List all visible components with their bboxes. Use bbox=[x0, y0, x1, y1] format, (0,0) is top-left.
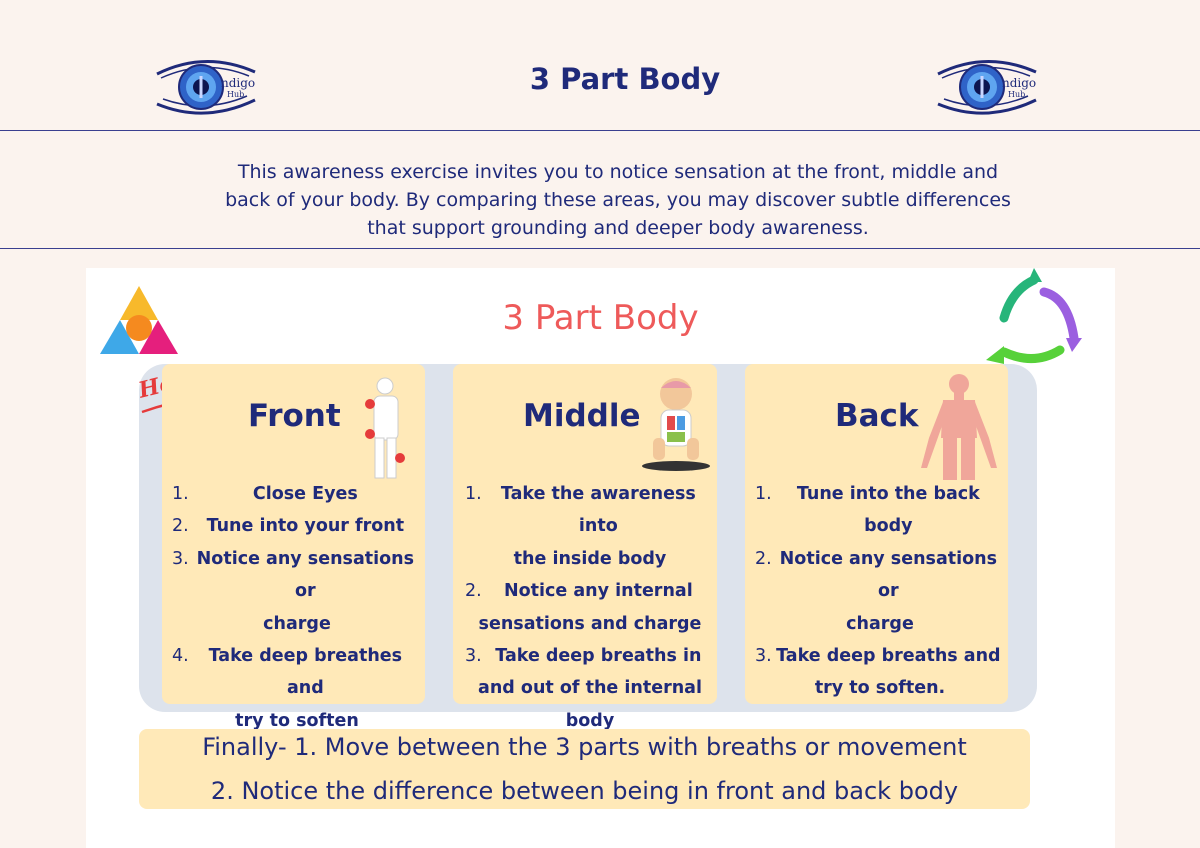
back-column: Back 1. Tune into the back body 2. Notice … bbox=[745, 364, 1008, 704]
finally-line: 2. Notice the difference between being i… bbox=[210, 777, 959, 805]
step-number: 4. bbox=[172, 646, 189, 667]
step-text: Notice any sensations or bbox=[779, 548, 998, 602]
finally-line: Finally- 1. Move between the 3 parts wit… bbox=[202, 733, 967, 761]
finally-box: Finally- 1. Move between the 3 parts wit… bbox=[139, 729, 1030, 809]
list-item: 2. Notice any sensations or bbox=[755, 543, 1005, 608]
logo-text: ndigo bbox=[221, 76, 256, 90]
step-number: 2. bbox=[755, 548, 772, 569]
step-text: and out of the internal bbox=[478, 678, 702, 699]
list-item: 3. Take deep breaths in bbox=[465, 640, 715, 672]
step-text: Take deep breaths in bbox=[495, 646, 702, 667]
triangle-logo-icon bbox=[100, 286, 178, 354]
indigo-hub-logo-right: ndigo Hub bbox=[936, 52, 1048, 122]
eye-icon bbox=[156, 60, 256, 115]
step-text: try to soften. bbox=[814, 678, 946, 699]
list-item: the inside body bbox=[465, 543, 715, 575]
page-title: 3 Part Body bbox=[529, 62, 721, 96]
step-number: 3. bbox=[465, 646, 482, 667]
step-text: try to soften bbox=[235, 710, 359, 731]
step-number: 2. bbox=[465, 581, 482, 602]
logo-subtext: Hub bbox=[227, 90, 245, 99]
list-item: try to soften bbox=[172, 705, 422, 737]
step-text: Tune into the back body bbox=[796, 484, 980, 537]
step-text: Take deep breaths and bbox=[776, 646, 1001, 667]
step-number: 3. bbox=[755, 646, 772, 667]
list-item: charge bbox=[755, 608, 1005, 640]
step-text: body bbox=[565, 710, 615, 731]
front-steps: 1. Close Eyes 2. Tune into your front 3. No… bbox=[172, 478, 422, 737]
intro-line: This awareness exercise invites you to n… bbox=[237, 161, 999, 183]
step-text: Take deep breathes and bbox=[208, 646, 403, 699]
step-number: 1. bbox=[465, 484, 482, 504]
intro-text: This awareness exercise invites you to n… bbox=[200, 158, 1036, 242]
front-column: Front 1. Close Eyes 2. Tune into your fron… bbox=[162, 364, 425, 731]
intro-line: back of your body. By comparing these ar… bbox=[225, 189, 1011, 211]
middle-steps: 1. Take the awareness into the inside bod… bbox=[465, 478, 715, 737]
intro-divider bbox=[0, 248, 1200, 249]
step-text: Close Eyes bbox=[252, 484, 358, 504]
column-heading: Back bbox=[835, 398, 919, 434]
indigo-hub-logo-left: ndigo Hub bbox=[155, 52, 267, 122]
list-item: sensations and charge bbox=[465, 608, 715, 640]
body-pain-points-icon bbox=[365, 377, 405, 479]
step-number: 3. bbox=[172, 548, 189, 569]
list-item: and out of the internal bbox=[465, 672, 715, 704]
back-steps: 1. Tune into the back body 2. Notice any s… bbox=[755, 478, 1005, 705]
list-item: 1. Tune into the back body bbox=[755, 478, 1005, 543]
step-text: the inside body bbox=[513, 548, 667, 569]
step-text: Notice any sensations or bbox=[196, 548, 415, 602]
list-item: 2. Notice any internal bbox=[465, 575, 715, 607]
column-heading: Front bbox=[248, 398, 341, 434]
step-text: Take the awareness into bbox=[500, 484, 696, 537]
column-heading: Middle bbox=[523, 398, 641, 434]
step-number: 1. bbox=[172, 484, 189, 504]
list-item: body bbox=[465, 705, 715, 737]
list-item: 3. Notice any sensations or bbox=[172, 543, 422, 608]
middle-column: Middle 1. Take the awareness into the ins… bbox=[453, 364, 717, 731]
step-text: Notice any internal bbox=[503, 581, 693, 602]
cycle-arrows-icon bbox=[986, 268, 1082, 364]
step-text: sensations and charge bbox=[478, 613, 702, 634]
step-text: charge bbox=[846, 613, 914, 634]
logo-text: ndigo bbox=[1002, 76, 1037, 90]
list-item: try to soften. bbox=[755, 672, 1005, 704]
list-item: 1. Close Eyes bbox=[172, 478, 422, 510]
header: ndigo Hub 3 Part Body ndigo Hub bbox=[0, 0, 1200, 131]
eye-icon bbox=[937, 60, 1037, 115]
card-title: 3 Part Body bbox=[502, 298, 699, 338]
step-number: 2. bbox=[172, 516, 189, 537]
logo-subtext: Hub bbox=[1008, 90, 1026, 99]
intro-line: that support grounding and deeper body a… bbox=[367, 217, 869, 239]
step-text: Tune into your front bbox=[206, 516, 405, 537]
step-text: charge bbox=[263, 613, 331, 634]
list-item: 3.Take deep breaths and bbox=[755, 640, 1005, 672]
list-item: 4. Take deep breathes and bbox=[172, 640, 422, 705]
list-item: 1. Take the awareness into bbox=[465, 478, 715, 543]
list-item: charge bbox=[172, 608, 422, 640]
human-silhouette-icon bbox=[921, 374, 997, 480]
list-item: 2. Tune into your front bbox=[172, 510, 422, 542]
anatomy-child-icon bbox=[642, 378, 710, 471]
header-divider bbox=[0, 130, 1200, 131]
step-number: 1. bbox=[755, 484, 772, 504]
